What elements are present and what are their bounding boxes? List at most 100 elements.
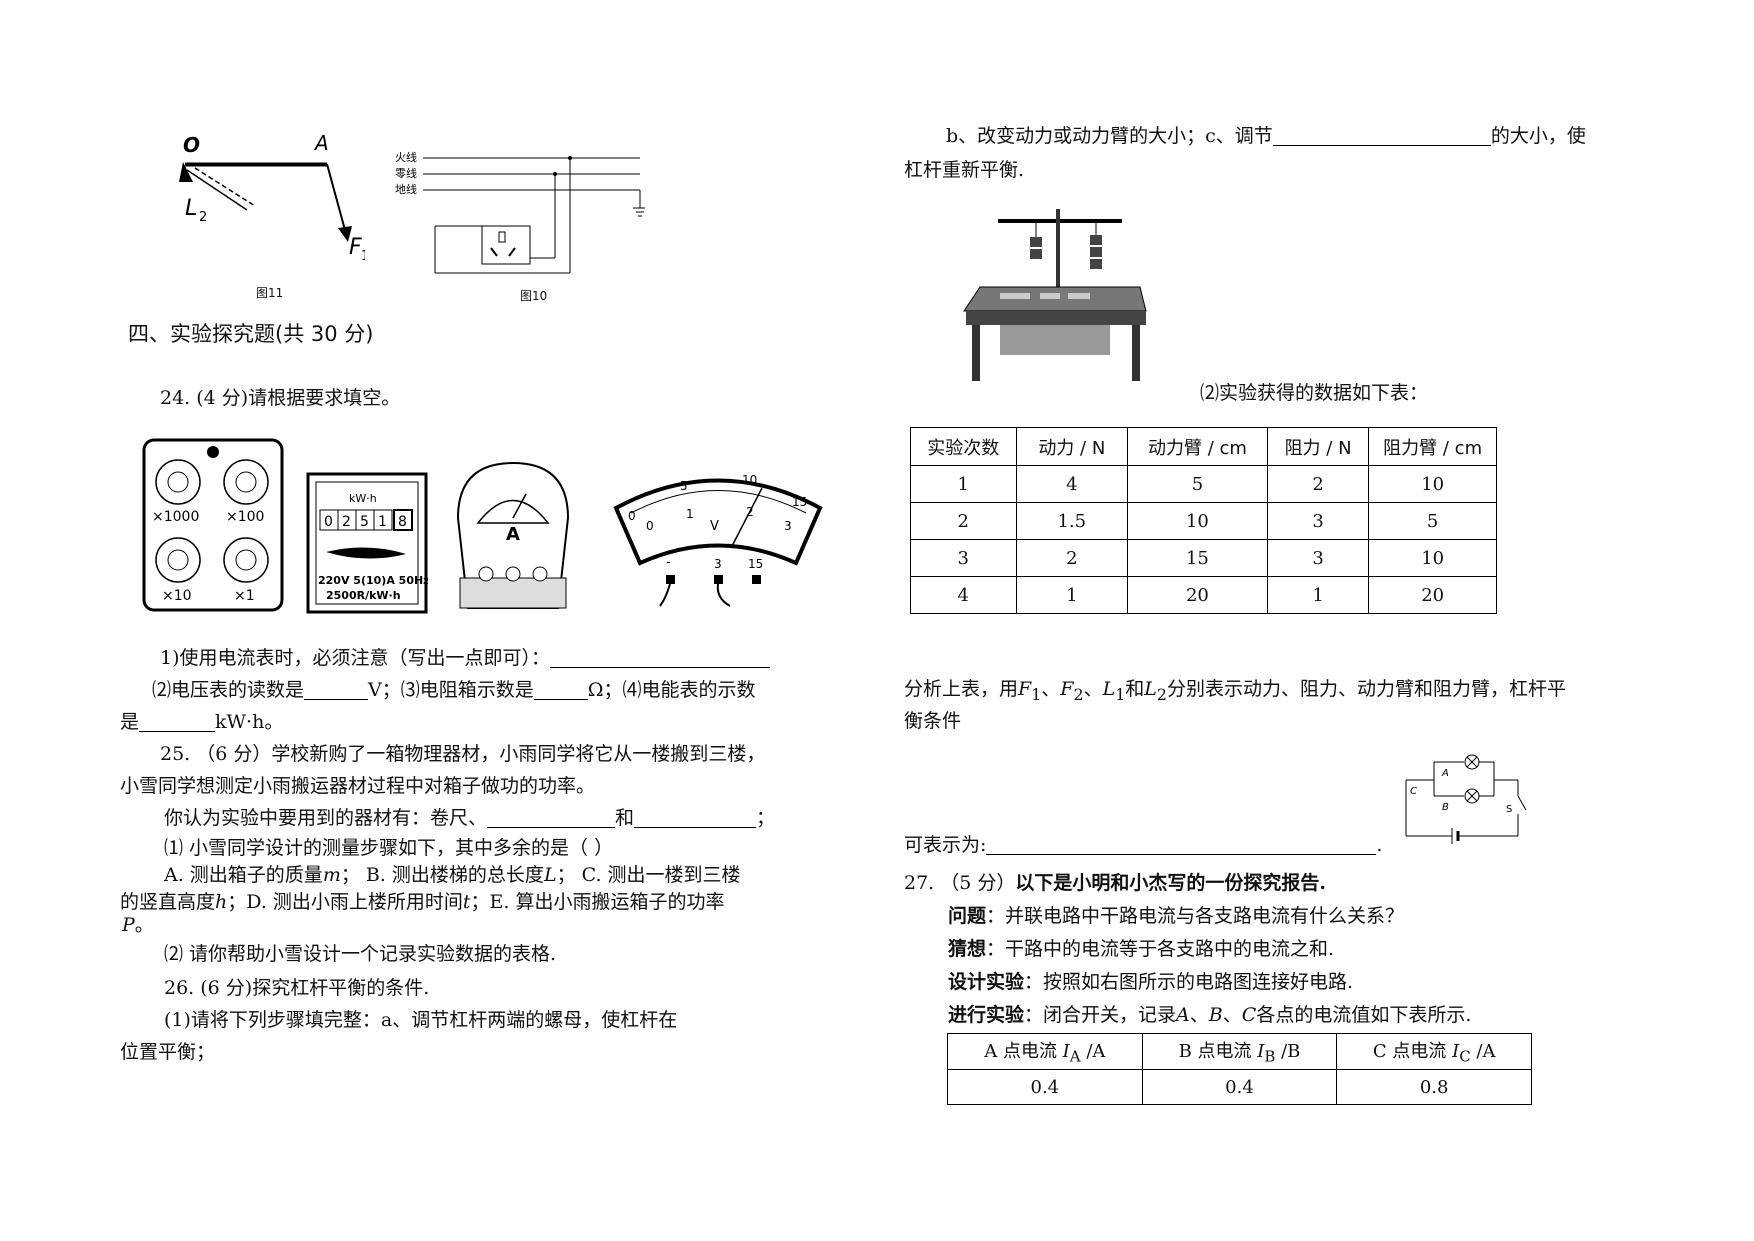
- q24-blank-1[interactable]: [550, 647, 771, 668]
- voltmeter-terminal-3: 3: [714, 557, 722, 571]
- var-l2: L: [1144, 678, 1157, 700]
- q25-line-1: 25. （6 分）学校新购了一箱物理器材，小雨同学将它从一楼搬到三楼，: [160, 743, 766, 765]
- var-h: h: [215, 891, 228, 913]
- table-row: 4 1 20 1 20: [910, 576, 1497, 614]
- q25-blank-tool-2[interactable]: [634, 807, 757, 828]
- q25-line-2: 小雪同学想测定小雨搬运器材过程中对箱子做功的功率。: [120, 775, 596, 797]
- voltmeter-top-tick-0: 0: [628, 509, 636, 523]
- q25-line-3-c: ；: [756, 807, 776, 829]
- table-cell: 3: [1266, 539, 1370, 577]
- q27-sep-b: 、: [1222, 1004, 1242, 1026]
- q26-sep-1: 、: [1041, 678, 1061, 700]
- var-f2-sub: 2: [1073, 684, 1084, 704]
- table-row: 2 1.5 10 3 5: [910, 502, 1497, 540]
- figure-11-caption: 图11: [256, 286, 284, 300]
- q25-line-5-a: A. 测出箱子的质量: [164, 864, 323, 886]
- q26-line-3: 位置平衡；: [120, 1041, 216, 1063]
- current-value-c: 0.8: [1336, 1069, 1532, 1105]
- q26-right-line-1-a: b、改变动力或动力臂的大小；c、调节: [946, 125, 1273, 147]
- table-cell: 2: [1015, 539, 1129, 577]
- table-cell: 1.5: [1015, 502, 1129, 540]
- label-f1: F: [349, 235, 362, 260]
- q26-right-line-1: b、改变动力或动力臂的大小；c、调节 的大小，使: [946, 123, 1586, 149]
- q26-expr-b: .: [1376, 834, 1383, 856]
- meter-digit-5: 8: [398, 514, 407, 530]
- var-f2: F: [1060, 678, 1074, 700]
- figure-10-caption: 图10: [520, 289, 548, 303]
- q25-line-6: 的竖直高度h；D. 测出小雨上楼所用时间t；E. 算出小雨搬运箱子的功率: [120, 889, 725, 915]
- q25-line-5-c: ； C. 测出一楼到三楼: [556, 864, 741, 886]
- q25-line-7: ⑵ 请你帮助小雪设计一个记录实验数据的表格.: [164, 943, 557, 965]
- q26-right-line-2: 杠杆重新平衡.: [904, 159, 1025, 181]
- lever-table-header-effort: 动力 / N: [1015, 427, 1129, 466]
- label-o: O: [183, 133, 200, 157]
- label-x100: ×100: [226, 509, 264, 525]
- circuit-label-b: B: [1442, 802, 1449, 813]
- q24-line-3-b: kW·h。: [215, 711, 284, 733]
- q27-guess-label: 猜想: [948, 938, 987, 960]
- table-cell: 10: [1368, 465, 1497, 503]
- var-l2-sub: 2: [1156, 684, 1167, 704]
- figure-10-wiring: 火线 零线 地线: [395, 150, 645, 274]
- q24-blank-resistance[interactable]: [533, 679, 588, 700]
- q26-blank-expression[interactable]: [986, 834, 1377, 855]
- q25-line-6-b: ；D. 测出小雨上楼所用时间: [227, 891, 463, 913]
- lever-table-header-load: 阻力 / N: [1266, 427, 1370, 466]
- q24-line-2-a: ⑵电压表的读数是: [152, 679, 305, 701]
- voltmeter-top-tick-5: 5: [680, 479, 688, 493]
- meter-digit-1: 0: [324, 514, 333, 530]
- table-cell: 4: [910, 576, 1017, 614]
- current-table-header-a: A 点电流 IA /A: [947, 1033, 1143, 1070]
- q26-expression-line: 可表示为:.: [904, 832, 1382, 858]
- var-m: m: [322, 864, 341, 886]
- lever-table-header-trial: 实验次数: [910, 427, 1017, 466]
- var-f1: F: [1018, 678, 1032, 700]
- circuit-label-s: S: [1506, 804, 1512, 815]
- q26-blank-adjust[interactable]: [1272, 125, 1491, 146]
- voltmeter-bottom-tick-3: 3: [784, 519, 792, 533]
- q26-analysis-1b: 分别表示动力、阻力、动力臂和阻力臂，杠杆平: [1167, 678, 1567, 700]
- q26-right-line-1-b: 的大小，使: [1490, 125, 1586, 147]
- circuit-label-c: C: [1410, 786, 1417, 797]
- meter-digit-2: 2: [342, 514, 351, 530]
- q26-and: 和: [1125, 678, 1145, 700]
- meter-unit: kW·h: [349, 492, 377, 505]
- lever-table-header-load-arm: 阻力臂 / cm: [1368, 427, 1497, 466]
- parallel-circuit-figure: A B C S: [1405, 754, 1527, 844]
- ammeter-letter: A: [506, 524, 520, 545]
- current-value-a: 0.4: [947, 1069, 1143, 1105]
- meter-spec-1: 220V 5(10)A 50Hz: [318, 574, 428, 587]
- meter-digit-4: 1: [378, 514, 387, 530]
- q25-line-3: 你认为实验中要用到的器材有：卷尺、和；: [164, 805, 775, 831]
- q27-design-label: 设计实验: [948, 971, 1025, 993]
- label-fire-line: 火线: [395, 150, 417, 164]
- q27-experiment-line: 进行实验：闭合开关，记录A、B、C各点的电流值如下表所示.: [948, 1002, 1471, 1028]
- q26-expr-a: 可表示为:: [904, 834, 987, 856]
- q25-line-6-cont: P。: [122, 912, 154, 938]
- q27-experiment-label: 进行实验: [948, 1004, 1025, 1026]
- q27-line-1-b: 以下是小明和小杰写的一份探究报告.: [1015, 872, 1327, 894]
- table-cell: 3: [1266, 502, 1370, 540]
- q25-line-3-a: 你认为实验中要用到的器材有：卷尺、: [164, 807, 488, 829]
- q27-problem-text: ：并联电路中干路电流与各支路电流有什么关系？: [986, 905, 1405, 927]
- label-x10: ×10: [162, 588, 192, 604]
- q24-blank-voltage[interactable]: [304, 679, 369, 700]
- voltmeter-top-tick-15: 15: [792, 495, 807, 509]
- q24-blank-energy[interactable]: [139, 711, 216, 732]
- voltmeter-terminal-minus: -: [666, 555, 671, 570]
- q25-blank-tool-1[interactable]: [487, 807, 616, 828]
- lever-apparatus-figure: [963, 209, 1147, 381]
- var-l1-sub: 1: [1115, 684, 1126, 704]
- var-p: P: [122, 914, 135, 936]
- meter-spec-2: 2500R/kW·h: [326, 589, 401, 602]
- voltmeter-bottom-tick-1: 1: [686, 507, 694, 521]
- q26-data-caption: ⑵实验获得的数据如下表：: [1200, 382, 1429, 404]
- voltmeter-bottom-tick-0: 0: [646, 519, 654, 533]
- q26-analysis-line-1: 分析上表，用F1、F2、L1和L2分别表示动力、阻力、动力臂和阻力臂，杠杆平: [904, 676, 1566, 708]
- table-cell: 1: [1266, 576, 1370, 614]
- q24-stem: 24. (4 分)请根据要求填空。: [160, 387, 401, 409]
- table-cell: 1: [910, 465, 1017, 503]
- table-cell: 2: [1266, 465, 1370, 503]
